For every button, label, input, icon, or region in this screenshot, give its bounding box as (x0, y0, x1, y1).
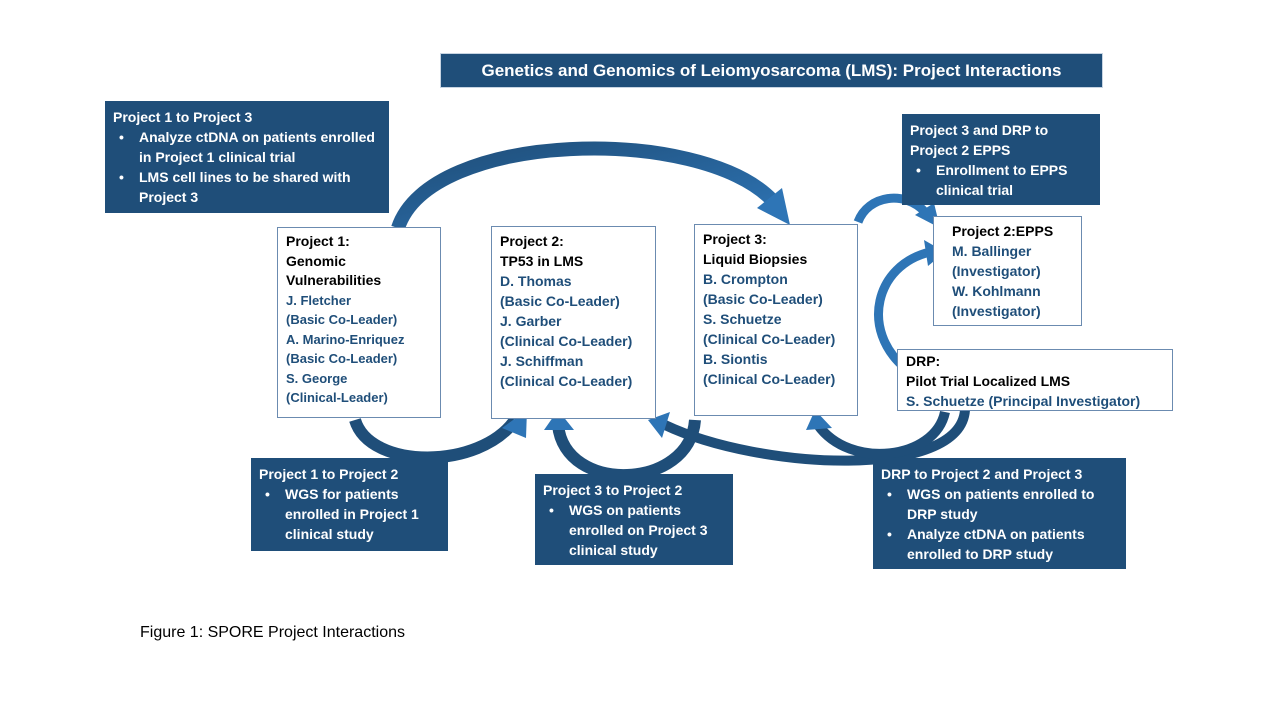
interaction-bullet: WGS for patients enrolled in Project 1 c… (259, 484, 438, 544)
project-person: (Clinical Co-Leader) (500, 333, 633, 349)
interaction-bullet: Analyze ctDNA on patients enrolled in Pr… (113, 127, 379, 167)
drp-box: DRP: Pilot Trial Localized LMS S. Schuet… (897, 349, 1173, 411)
project-title-line: Pilot Trial Localized LMS (906, 373, 1071, 389)
project-title-line: DRP: (906, 353, 941, 369)
project-person: (Clinical-Leader) (286, 390, 388, 405)
interaction-bullet: Analyze ctDNA on patients enrolled to DR… (881, 524, 1116, 564)
arrow-drp-to-p3 (813, 410, 950, 459)
project-title-line: Vulnerabilities (286, 272, 382, 288)
project-person: (Investigator) (952, 303, 1041, 319)
project-title-line: Project 3: (703, 231, 767, 247)
figure-caption: Figure 1: SPORE Project Interactions (140, 624, 405, 641)
project-person: S. Schuetze (Principal Investigator) (906, 393, 1141, 409)
interaction-bullet: LMS cell lines to be shared with Project… (113, 167, 379, 207)
interaction-p3-to-p2: Project 3 to Project 2 WGS on patients e… (535, 474, 733, 565)
project-person: (Basic Co-Leader) (286, 351, 398, 366)
project-person: (Clinical Co-Leader) (703, 371, 836, 387)
arrow-p1-to-p3-head (757, 188, 790, 225)
arrow-p1-to-p3 (391, 141, 778, 231)
project-1-box: Project 1: Genomic Vulnerabilities J. Fl… (277, 227, 441, 418)
project-person: M. Ballinger (952, 243, 1032, 259)
arrow-drp-to-epps (874, 247, 932, 372)
project-person: J. Garber (500, 313, 562, 329)
project-person: A. Marino-Enriquez (286, 331, 405, 347)
project-title-line: Project 2: (500, 233, 564, 249)
project-person: S. George (286, 370, 348, 386)
project-person: B. Siontis (703, 351, 768, 367)
project-person: J. Fletcher (286, 292, 352, 308)
interaction-header: Project 3 and DRP to Project 2 EPPS (910, 122, 1049, 158)
arrow-p1-to-p2 (349, 416, 520, 464)
arrow-p3-to-p2-head (544, 410, 574, 430)
project-title-line: Project 1: (286, 233, 350, 249)
project-person: J. Schiffman (500, 353, 584, 369)
interaction-p1-to-p3: Project 1 to Project 3 Analyze ctDNA on … (105, 101, 389, 213)
project-person: (Clinical Co-Leader) (500, 373, 633, 389)
project-person: S. Schuetze (703, 311, 782, 327)
epps-box: Project 2:EPPS M. Ballinger (Investigato… (933, 216, 1082, 326)
interaction-bullet: Enrollment to EPPS clinical trial (910, 160, 1090, 200)
interaction-header: Project 1 to Project 2 (259, 466, 399, 482)
project-title-line: Genomic (286, 252, 346, 269)
project-title-line: Liquid Biopsies (703, 251, 808, 267)
interaction-bullet: WGS on patients enrolled to DRP study (881, 484, 1116, 524)
interaction-bullet: WGS on patients enrolled on Project 3 cl… (543, 500, 723, 560)
project-person: W. Kohlmann (952, 283, 1041, 299)
project-person: (Investigator) (952, 263, 1041, 279)
project-person: (Basic Co-Leader) (286, 312, 398, 327)
interaction-drp-to-p2p3: DRP to Project 2 and Project 3 WGS on pa… (873, 458, 1126, 569)
project-person: (Clinical Co-Leader) (703, 331, 836, 347)
project-title-line: TP53 in LMS (500, 253, 584, 269)
project-person: B. Crompton (703, 271, 788, 287)
project-person: D. Thomas (500, 273, 572, 289)
diagram-title: Genetics and Genomics of Leiomyosarcoma … (440, 53, 1103, 88)
interaction-p1-to-p2: Project 1 to Project 2 WGS for patients … (251, 458, 448, 551)
project-person: (Basic Co-Leader) (703, 291, 823, 307)
arrow-p3-to-epps (853, 193, 929, 224)
interaction-header: DRP to Project 2 and Project 3 (881, 466, 1083, 482)
interaction-p3drp-to-epps: Project 3 and DRP to Project 2 EPPS Enro… (902, 114, 1100, 205)
project-3-box: Project 3: Liquid Biopsies B. Crompton (… (694, 224, 858, 416)
project-2-box: Project 2: TP53 in LMS D. Thomas (Basic … (491, 226, 656, 419)
interaction-header: Project 3 to Project 2 (543, 482, 683, 498)
arrow-drp-to-p2 (662, 409, 970, 466)
interaction-header: Project 1 to Project 3 (113, 109, 253, 125)
project-title-line: Project 2:EPPS (952, 223, 1054, 239)
arrow-drp-to-p3-head (806, 410, 832, 430)
project-person: (Basic Co-Leader) (500, 293, 620, 309)
